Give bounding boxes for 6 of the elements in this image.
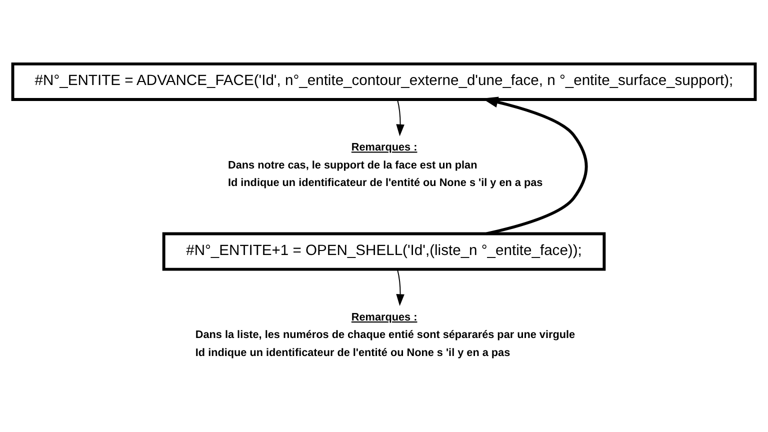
- node-text: Remarques : Dans la liste, les numéros de chaque entié sont sépararés par une virgule Id indique un identificateur de l'entité ou None s 'il y en a pas: [195, 311, 576, 360]
- arrow: [396, 99, 404, 136]
- node-box: #N°_ENTITE = ADVANCE_FACE('Id', n°_entite_contour_externe_d'une_face, n °_entite_surface_support);: [11, 62, 757, 101]
- node-box: #N°_ENTITE+1 = OPEN_SHELL('Id',(liste_n °_entite_face));: [162, 232, 606, 271]
- arrow: [396, 269, 404, 306]
- node-text: Remarques : Dans notre cas, le support de la face est un plan Id indique un identificateur de l'entité ou None s 'il y en a pas: [228, 142, 543, 190]
